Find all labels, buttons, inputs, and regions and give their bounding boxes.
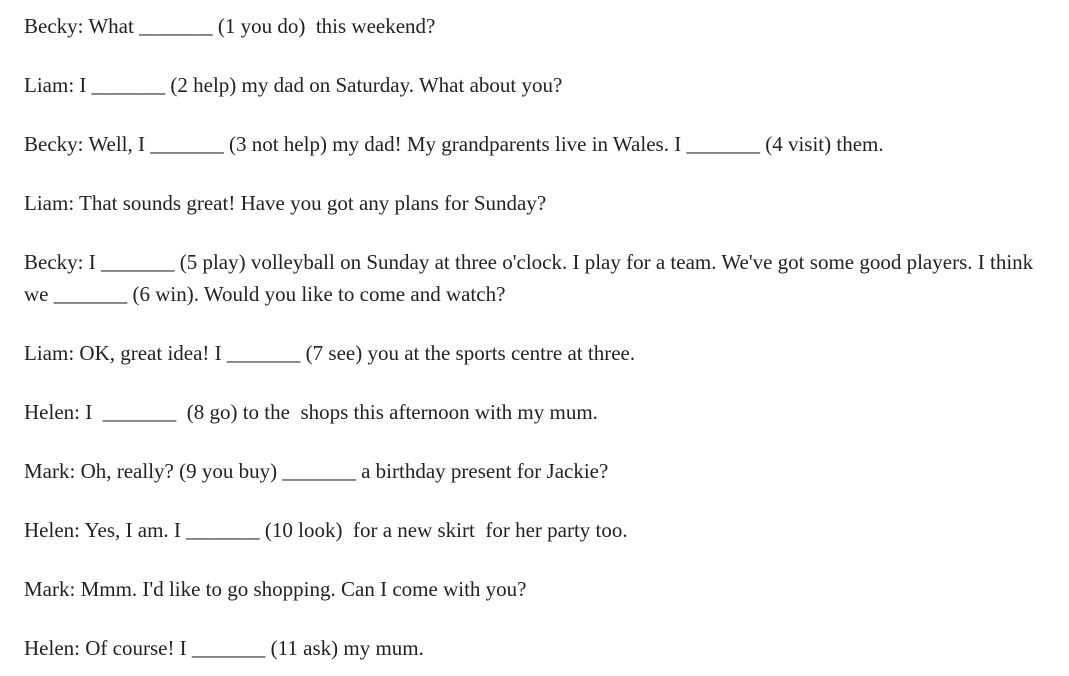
- dialogue-line-11: Helen: Of course! I _______ (11 ask) my …: [24, 636, 424, 660]
- dialogue-line-9: Helen: Yes, I am. I _______ (10 look) fo…: [24, 518, 628, 542]
- dialogue-line-3: Becky: Well, I _______ (3 not help) my d…: [24, 132, 884, 156]
- dialogue-line-8: Mark: Oh, really? (9 you buy) _______ a …: [24, 459, 609, 483]
- dialogue-line-5: Becky: I _______ (5 play) volleyball on …: [24, 250, 1039, 306]
- dialogue-line-7: Helen: I _______ (8 go) to the shops thi…: [24, 400, 598, 424]
- dialogue-line-2: Liam: I _______ (2 help) my dad on Satur…: [24, 73, 563, 97]
- dialogue-line-1: Becky: What _______ (1 you do) this week…: [24, 14, 436, 38]
- dialogue-line-10: Mark: Mmm. I'd like to go shopping. Can …: [24, 577, 527, 601]
- dialogue-line-6: Liam: OK, great idea! I _______ (7 see) …: [24, 341, 636, 365]
- dialogue-line-4: Liam: That sounds great! Have you got an…: [24, 191, 547, 215]
